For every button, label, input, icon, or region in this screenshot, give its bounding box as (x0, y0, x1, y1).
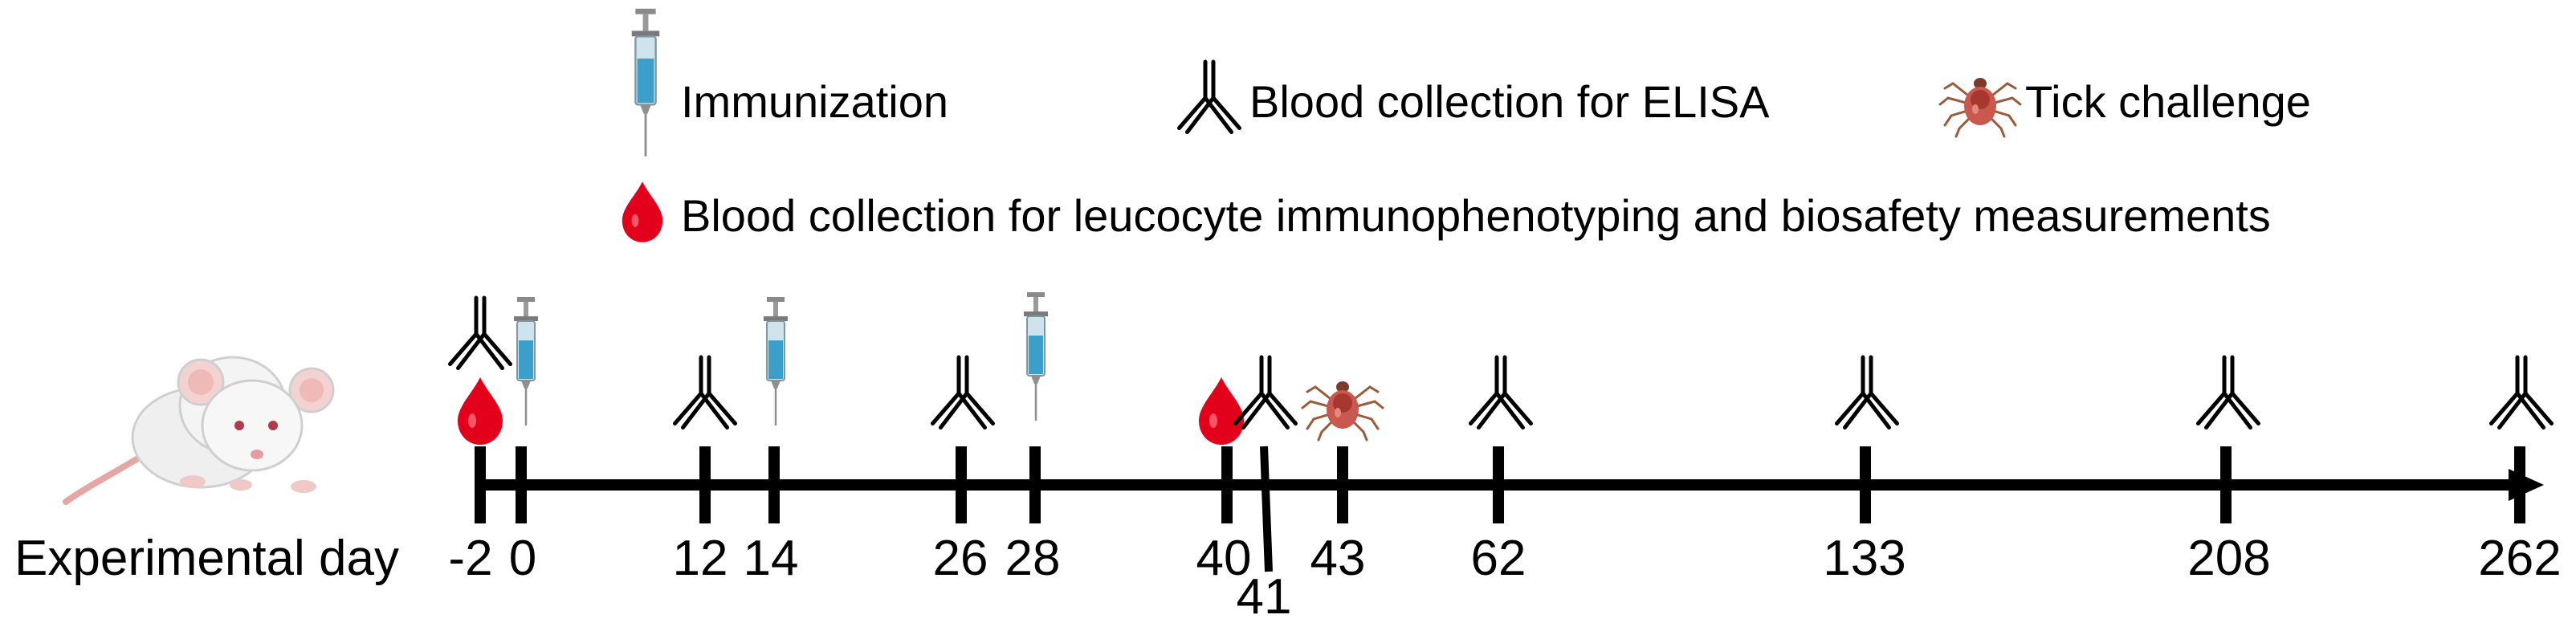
tick-marks (475, 446, 2525, 572)
mouse-icon (63, 356, 335, 505)
legend-tick-challenge-label: Tick challenge (2025, 76, 2311, 127)
event-icons (450, 291, 2552, 445)
syringe-icon (1022, 291, 1050, 422)
antibody-icon (1180, 62, 1240, 132)
antibody-icon (1837, 357, 1897, 428)
legend-blood-leucocyte: Blood collection for leucocyte immunophe… (622, 181, 2271, 242)
antibody-icon (2492, 357, 2552, 428)
legend-blood-elisa-label: Blood collection for ELISA (1249, 76, 1770, 127)
blood-drop-icon (1199, 377, 1244, 445)
day-label: 40 (1196, 531, 1252, 586)
legend-blood-leucocyte-label: Blood collection for leucocyte immunophe… (681, 190, 2271, 241)
syringe-icon (512, 295, 540, 427)
blood-drop-icon (458, 377, 503, 445)
tick-icon (1938, 76, 2022, 138)
arrowhead (2509, 469, 2544, 501)
day-label: 43 (1310, 531, 1366, 586)
day-label: 0 (509, 531, 536, 586)
antibody-icon (933, 357, 993, 428)
day-label: 14 (744, 531, 799, 586)
day-labels: -2 0 12 14 26 28 40 41 43 62 133 208 262 (448, 531, 2561, 625)
day-label: -2 (448, 531, 492, 586)
antibody-icon (675, 357, 736, 428)
day-label: 133 (1823, 531, 1906, 586)
day-label: 208 (2187, 531, 2270, 586)
day-label: 28 (1005, 531, 1061, 586)
legend-immunization-label: Immunization (681, 76, 948, 127)
antibody-icon (1236, 357, 1296, 428)
timeline-axis (475, 469, 2544, 501)
blood-drop-icon (622, 181, 663, 242)
day-label: 41 (1237, 569, 1292, 625)
legend-tick-challenge: Tick challenge (1938, 76, 2311, 138)
legend: Immunization Blood collection for ELISA … (622, 7, 2311, 242)
syringe-icon (630, 7, 661, 158)
day-label: 12 (673, 531, 728, 586)
axis-title: Experimental day (14, 531, 399, 586)
tick-icon (1301, 380, 1384, 442)
antibody-icon (1471, 357, 1531, 428)
legend-blood-elisa: Blood collection for ELISA (1180, 62, 1770, 132)
day-label: 62 (1471, 531, 1526, 586)
legend-immunization: Immunization (630, 7, 948, 158)
antibody-icon (2199, 357, 2259, 428)
day-label: 262 (2478, 531, 2561, 586)
syringe-icon (762, 295, 789, 427)
day-label: 26 (933, 531, 988, 586)
antibody-icon (450, 298, 511, 368)
tick-mark-day-41 (1260, 446, 1273, 572)
